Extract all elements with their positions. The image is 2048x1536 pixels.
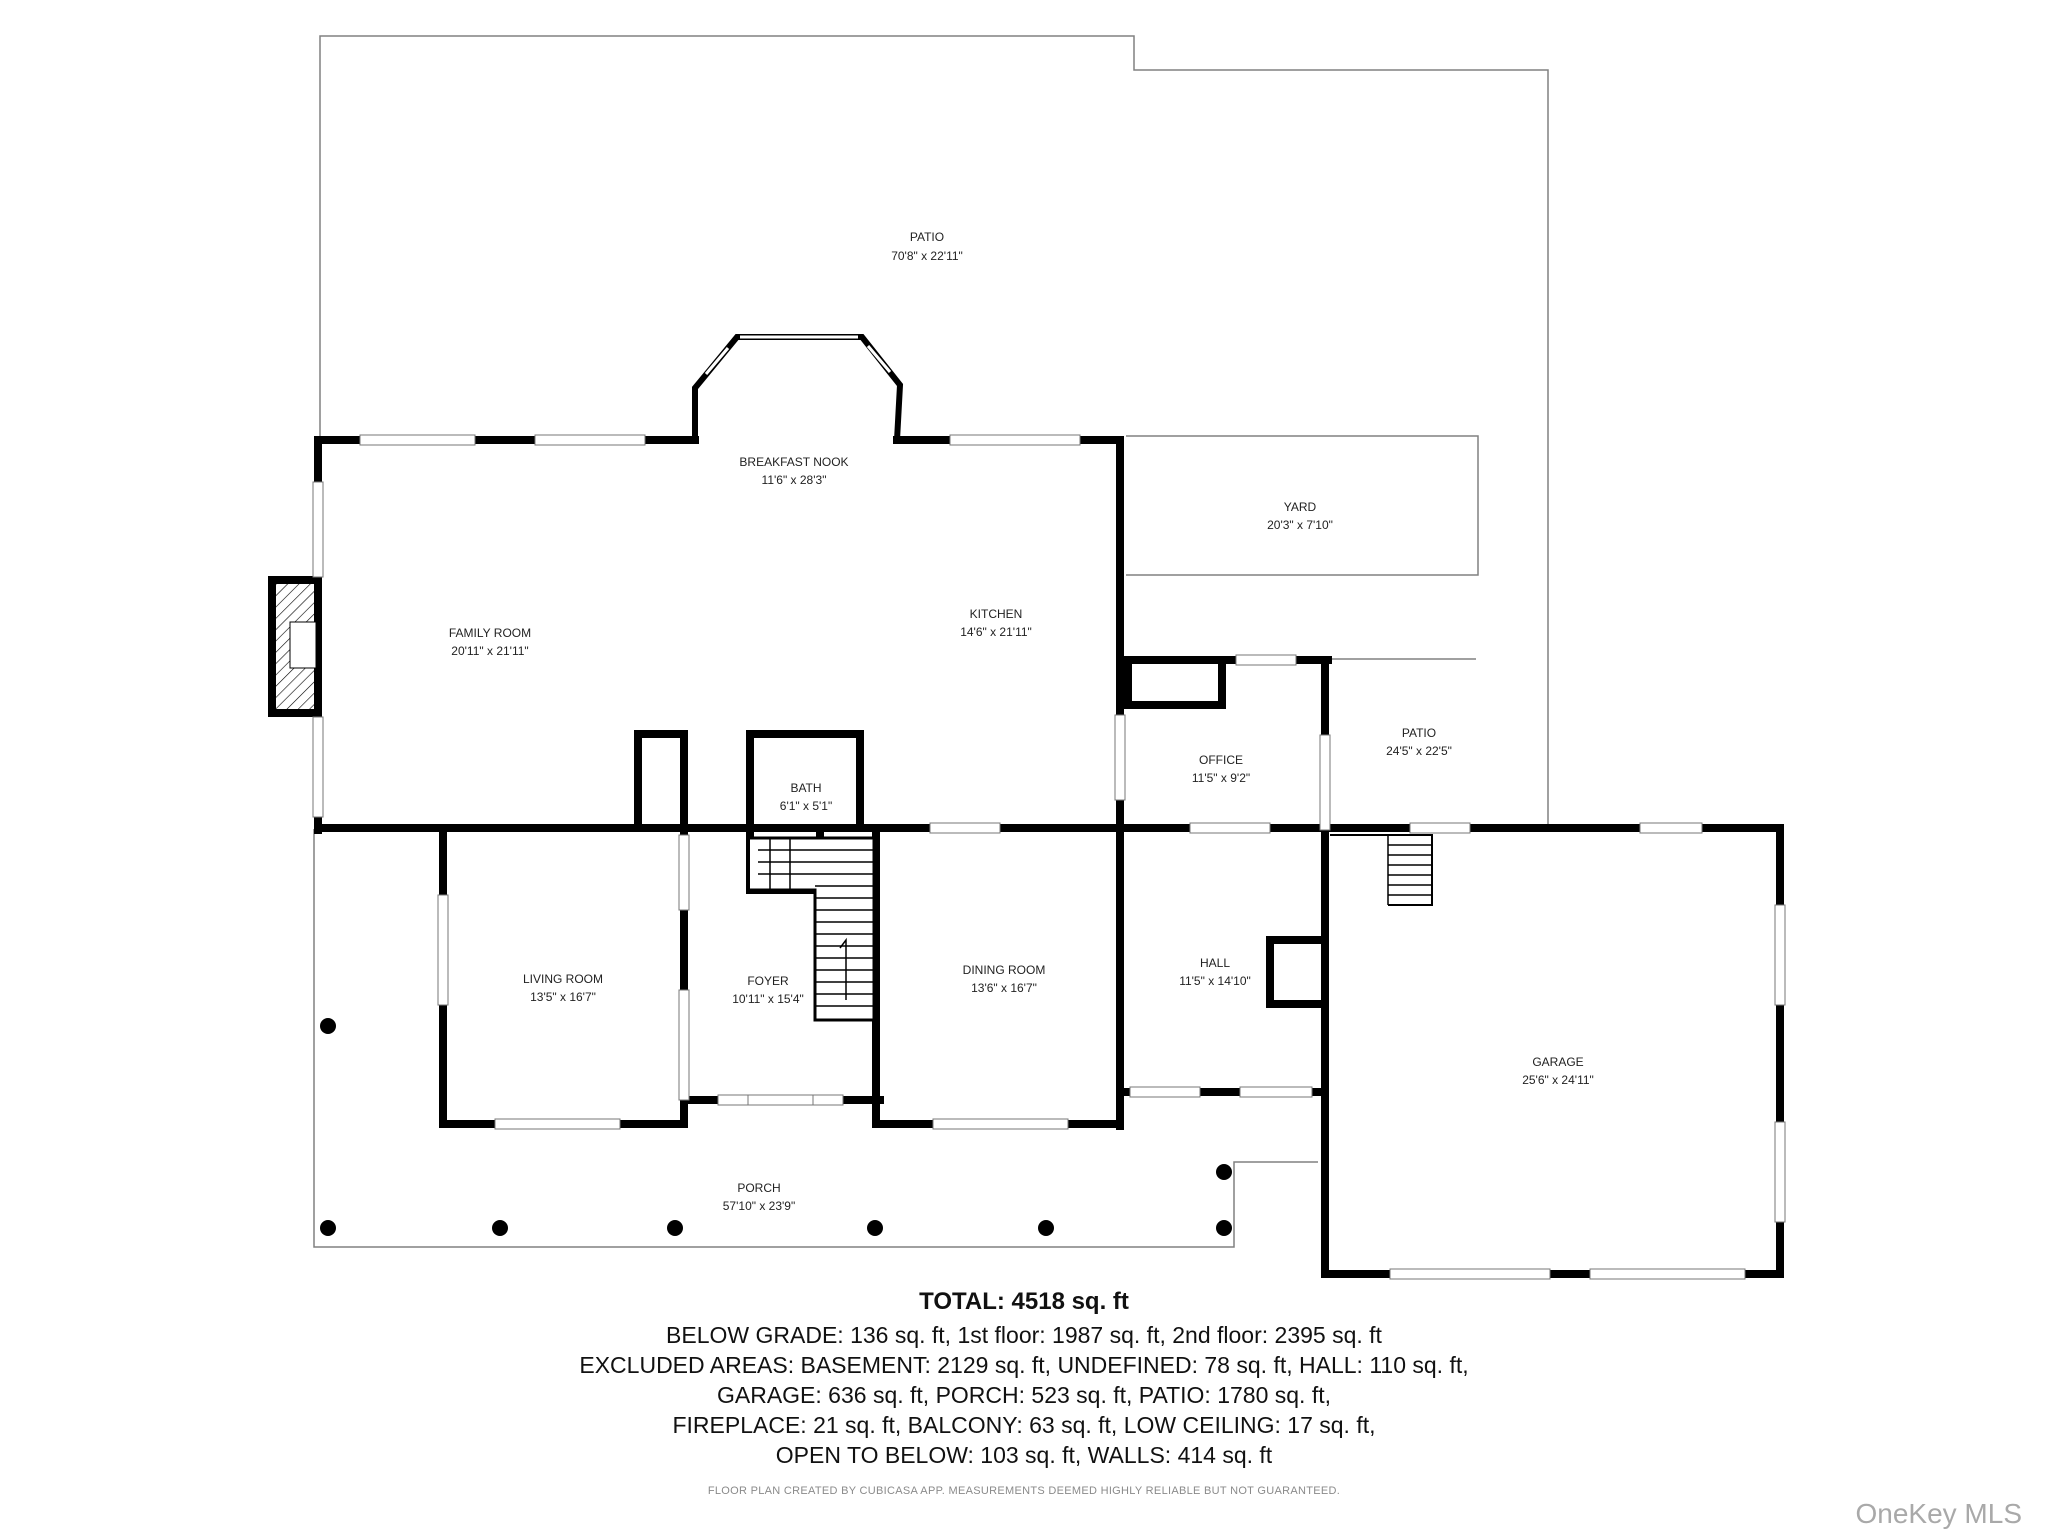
room-name-yard: YARD (1284, 500, 1317, 514)
summary-line-4: FIREPLACE: 21 sq. ft, BALCONY: 63 sq. ft… (672, 1412, 1376, 1438)
room-size-bath: 6'1" x 5'1" (780, 799, 832, 813)
room-name-kitchen: KITCHEN (970, 607, 1023, 621)
room-size-family-room: 20'11" x 21'11" (451, 644, 528, 658)
openings (312, 434, 1786, 1280)
room-name-patio-top: PATIO (910, 230, 944, 244)
room-size-foyer: 10'11" x 15'4" (732, 992, 804, 1006)
column (667, 1220, 683, 1236)
column (320, 1220, 336, 1236)
room-size-office: 11'5" x 9'2" (1192, 771, 1250, 785)
room-name-bath: BATH (790, 781, 821, 795)
room-size-dining-room: 13'6" x 16'7" (971, 981, 1037, 995)
disclaimer: FLOOR PLAN CREATED BY CUBICASA APP. MEAS… (707, 1485, 1341, 1497)
column (320, 1018, 336, 1034)
room-name-hall: HALL (1200, 956, 1230, 970)
column (867, 1220, 883, 1236)
walls (268, 436, 1784, 1278)
room-name-patio-right: PATIO (1402, 726, 1436, 740)
room-name-breakfast-nook: BREAKFAST NOOK (739, 455, 848, 469)
room-size-kitchen: 14'6" x 21'11" (960, 625, 1032, 639)
column (1038, 1220, 1054, 1236)
summary-line-2: EXCLUDED AREAS: BASEMENT: 2129 sq. ft, U… (579, 1352, 1469, 1378)
column (1216, 1164, 1232, 1180)
room-size-hall: 11'5" x 14'10" (1179, 974, 1251, 988)
room-name-garage: GARAGE (1532, 1055, 1583, 1069)
patio-top-outline (319, 35, 1549, 827)
porch-outline (313, 829, 1318, 1248)
porch-columns (320, 1018, 1232, 1236)
room-size-yard: 20'3" x 7'10" (1267, 518, 1333, 532)
room-size-garage: 25'6" x 24'11" (1522, 1073, 1594, 1087)
stairs-foyer (750, 836, 876, 1022)
room-name-porch: PORCH (737, 1181, 780, 1195)
room-name-living-room: LIVING ROOM (523, 972, 603, 986)
yard-outline (1126, 435, 1479, 576)
watermark: OneKey MLS (1855, 1498, 2022, 1529)
room-labels: PATIO 70'8" x 22'11" BREAKFAST NOOK 11'6… (449, 230, 1594, 1213)
room-name-office: OFFICE (1199, 753, 1243, 767)
total-area: TOTAL: 4518 sq. ft (919, 1288, 1129, 1315)
summary-line-5: OPEN TO BELOW: 103 sq. ft, WALLS: 414 sq… (775, 1442, 1273, 1468)
column (1216, 1220, 1232, 1236)
summary-line-1: BELOW GRADE: 136 sq. ft, 1st floor: 1987… (666, 1322, 1382, 1348)
outdoor-outlines (313, 35, 1549, 1248)
summary-line-3: GARAGE: 636 sq. ft, PORCH: 523 sq. ft, P… (716, 1382, 1331, 1408)
room-size-living-room: 13'5" x 16'7" (530, 990, 596, 1004)
room-size-porch: 57'10" x 23'9" (723, 1199, 796, 1213)
column (492, 1220, 508, 1236)
fireplace-hearth (289, 621, 317, 669)
room-name-dining-room: DINING ROOM (963, 963, 1046, 977)
room-name-family-room: FAMILY ROOM (449, 626, 531, 640)
stairs-garage (1330, 834, 1433, 906)
room-size-patio-right: 24'5" x 22'5" (1386, 744, 1452, 758)
room-size-breakfast-nook: 11'6" x 28'3" (762, 473, 827, 487)
room-size-patio-top: 70'8" x 22'11" (891, 249, 963, 263)
bay-window-glass (704, 335, 892, 375)
room-name-foyer: FOYER (747, 974, 789, 988)
